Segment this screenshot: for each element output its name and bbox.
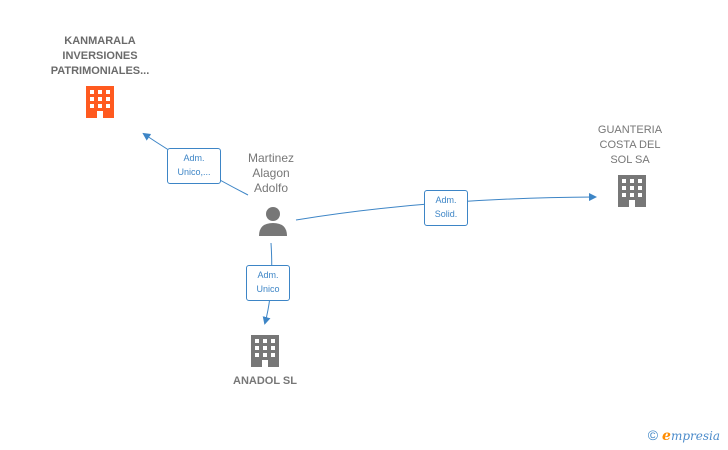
relation-box-to-kanmarala[interactable]: Adm. Unico,... xyxy=(167,148,221,184)
copyright-symbol: © xyxy=(647,427,659,443)
building-icon[interactable] xyxy=(618,175,646,207)
relation-line: Unico xyxy=(256,284,280,294)
person-icon[interactable] xyxy=(259,207,287,236)
label-line: ANADOL SL xyxy=(233,375,297,387)
brand-logo: ©empresia xyxy=(648,427,720,444)
node-label-kanmarala[interactable]: KANMARALA INVERSIONES PATRIMONIALES... xyxy=(20,34,180,79)
label-line: SOL SA xyxy=(610,154,650,166)
label-line: INVERSIONES xyxy=(62,50,138,62)
label-line: Alagon xyxy=(252,166,290,180)
node-label-guanteria[interactable]: GUANTERIA COSTA DEL SOL SA xyxy=(580,123,680,168)
relation-line: Unico,... xyxy=(177,167,211,177)
relation-line: Adm. xyxy=(183,153,205,163)
relation-line: Adm. xyxy=(435,195,457,205)
building-icon[interactable] xyxy=(251,335,279,367)
label-line: COSTA DEL xyxy=(599,139,661,151)
relation-line: Adm. xyxy=(257,270,279,280)
relation-line: Solid. xyxy=(434,209,458,219)
node-label-person[interactable]: Martinez Alagon Adolfo xyxy=(226,151,316,196)
relation-box-to-guanteria[interactable]: Adm. Solid. xyxy=(424,190,468,226)
label-line: Adolfo xyxy=(253,181,289,195)
label-line: PATRIMONIALES... xyxy=(50,65,150,77)
brand-rest: mpresia xyxy=(670,429,720,443)
building-icon[interactable] xyxy=(86,86,114,118)
label-line: KANMARALA xyxy=(64,35,136,47)
relation-box-to-anadol[interactable]: Adm. Unico xyxy=(246,265,290,301)
brand-e: e xyxy=(662,428,671,444)
node-label-anadol[interactable]: ANADOL SL xyxy=(215,374,315,389)
label-line: Martinez xyxy=(247,151,294,165)
label-line: GUANTERIA xyxy=(597,124,663,136)
